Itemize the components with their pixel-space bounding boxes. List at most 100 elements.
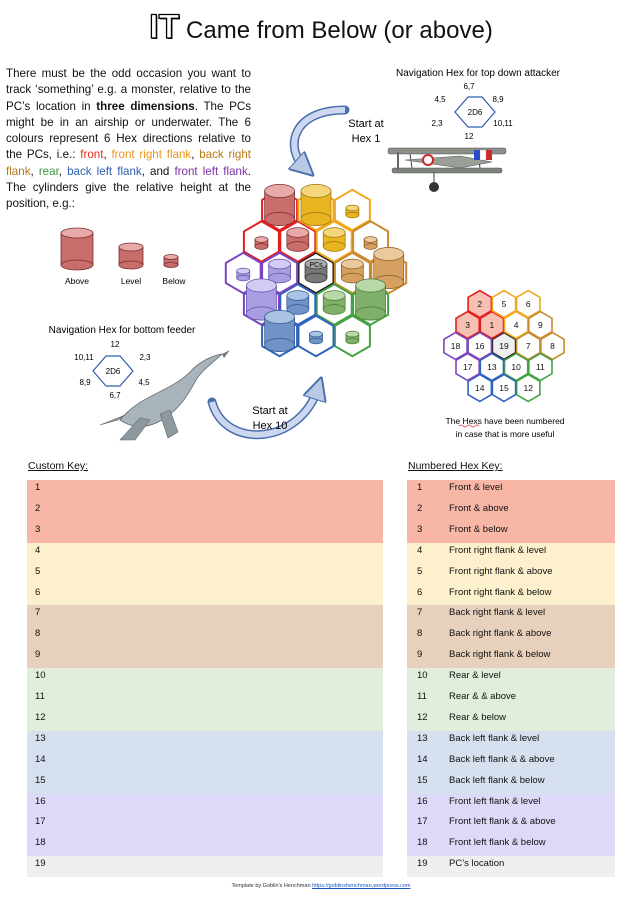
numbered-hex-label: 3: [465, 320, 470, 330]
intro-text-2: . The PCs might be in an airship or unde…: [6, 99, 251, 162]
numbered-key-text: Rear & below: [449, 711, 507, 723]
intro-bold: three dimensions: [96, 99, 195, 113]
spellcheck-squiggle: [458, 424, 480, 428]
cylinder-icon: [373, 247, 405, 289]
numbered-key-text: Rear & level: [449, 670, 501, 682]
custom-key-row: 4: [27, 542, 383, 564]
numbered-note-line2: in case that is more useful: [456, 429, 555, 439]
cylinder-below-icon: [163, 254, 179, 268]
numbered-key-number: 12: [417, 711, 428, 723]
bottom-nav-top-right: 2,3: [139, 353, 151, 362]
start-hex10-line1: Start at: [252, 405, 287, 417]
numbered-key-number: 16: [417, 795, 428, 807]
custom-key-row: 9: [27, 647, 383, 669]
numbered-key-text: Front left flank & & above: [449, 816, 556, 828]
numbered-hex-cell: [479, 310, 505, 340]
numbered-key-text: Front & above: [449, 502, 509, 514]
sep: ,: [30, 164, 39, 178]
custom-key-row: 12: [27, 709, 383, 731]
sep: ,: [103, 148, 112, 162]
footer-text: Template by Goblin's Henchman: [231, 883, 313, 889]
bottom-nav-hex: 2D6 12 10,11 2,3 8,9 4,5 6,7: [74, 340, 151, 400]
numbered-hex-cell: [479, 352, 505, 382]
numbered-key-text: Front right flank & below: [449, 586, 552, 598]
custom-key-row: 8: [27, 626, 383, 648]
top-nav-bottom-right: 10,11: [493, 119, 513, 128]
numbered-key-row: 12 Rear & below: [407, 709, 615, 731]
numbered-key-text: Back right flank & level: [449, 607, 546, 619]
custom-key-number: 18: [35, 837, 46, 849]
numbered-hex-cell: [515, 331, 541, 361]
numbered-key-number: 19: [417, 858, 428, 870]
numbered-hex-cell: [455, 352, 481, 382]
custom-key-number: 11: [35, 691, 45, 702]
cylinder-legend: Above Level Below: [60, 227, 186, 286]
footer: Template by Goblin's Henchman https://go…: [0, 883, 642, 889]
bottom-nav-bottom-right: 4,5: [138, 378, 150, 387]
numbered-hex-cell: [503, 352, 529, 382]
numbered-hex-cell: [515, 373, 541, 403]
numbered-key-heading: Numbered Hex Key:: [408, 460, 503, 472]
numbered-key-number: 14: [417, 753, 428, 765]
numbered-key-number: 8: [417, 628, 423, 640]
numbered-key-text: Back right flank & above: [449, 628, 552, 640]
bottom-nav-bottom: 6,7: [109, 391, 121, 400]
cylinder-icon: [264, 184, 295, 226]
top-nav-hex: 2D6 6,7 4,5 8,9 2,3 10,11 12: [431, 82, 513, 141]
custom-key-number: 6: [35, 586, 41, 598]
bottom-nav-center: 2D6: [106, 367, 121, 376]
numbered-key-text: Front & below: [449, 523, 508, 535]
numbered-key-row: 19 PC’s location: [407, 856, 615, 878]
numbered-key-number: 17: [417, 816, 428, 828]
top-nav-top-left: 4,5: [434, 95, 446, 104]
cylinder-above-icon: [60, 227, 94, 271]
footer-link[interactable]: https://goblinshenchman.wordpress.com: [312, 883, 411, 889]
intro-text-1: There must be the odd occasion you want …: [6, 67, 251, 113]
numbered-key-text: Front & level: [449, 482, 503, 493]
cylinder-icon: [345, 204, 360, 219]
numbered-key-number: 4: [417, 544, 423, 556]
numbered-hex-cell: [491, 289, 517, 319]
cylinder-icon: [322, 290, 346, 315]
numbered-key-row: 1 Front & level: [407, 480, 615, 501]
sep: , and: [141, 164, 175, 178]
numbered-hex-cell: [467, 289, 493, 319]
numbered-hex-label: 16: [475, 341, 485, 351]
cylinder-icon: [355, 278, 386, 321]
numbered-hex-label: 10: [511, 362, 521, 372]
numbered-key-number: 1: [417, 482, 423, 493]
custom-key-row: 19: [27, 856, 383, 878]
bottom-nav-title: Navigation Hex for bottom feeder: [49, 325, 196, 336]
intro-back-left: back left flank: [67, 164, 142, 178]
numbered-key-number: 5: [417, 565, 423, 577]
numbered-hex-label: 19: [499, 341, 509, 351]
legend-level-label: Level: [121, 276, 141, 286]
numbered-key-number: 13: [417, 732, 428, 744]
numbered-key-text: PC’s location: [449, 858, 505, 870]
cylinder-level-icon: [118, 242, 144, 270]
intro-front-right: front right flank: [111, 148, 192, 162]
custom-key-row: 5: [27, 563, 383, 585]
numbered-key-text: Back left flank & below: [449, 774, 545, 786]
numbered-hex-label: 13: [487, 362, 497, 372]
cylinder-icon: [268, 258, 291, 284]
custom-key-row: 17: [27, 814, 383, 836]
bottom-nav-top-left: 10,11: [74, 353, 94, 362]
numbered-key-text: Front right flank & above: [449, 565, 553, 577]
numbered-hex-label: 9: [538, 320, 543, 330]
numbered-hex-label: 14: [475, 383, 485, 393]
numbered-hex-label: 2: [477, 299, 482, 309]
pcs-label: PCs: [309, 262, 323, 269]
custom-key-row: 13: [27, 730, 383, 752]
cylinder-icon: [300, 184, 332, 226]
